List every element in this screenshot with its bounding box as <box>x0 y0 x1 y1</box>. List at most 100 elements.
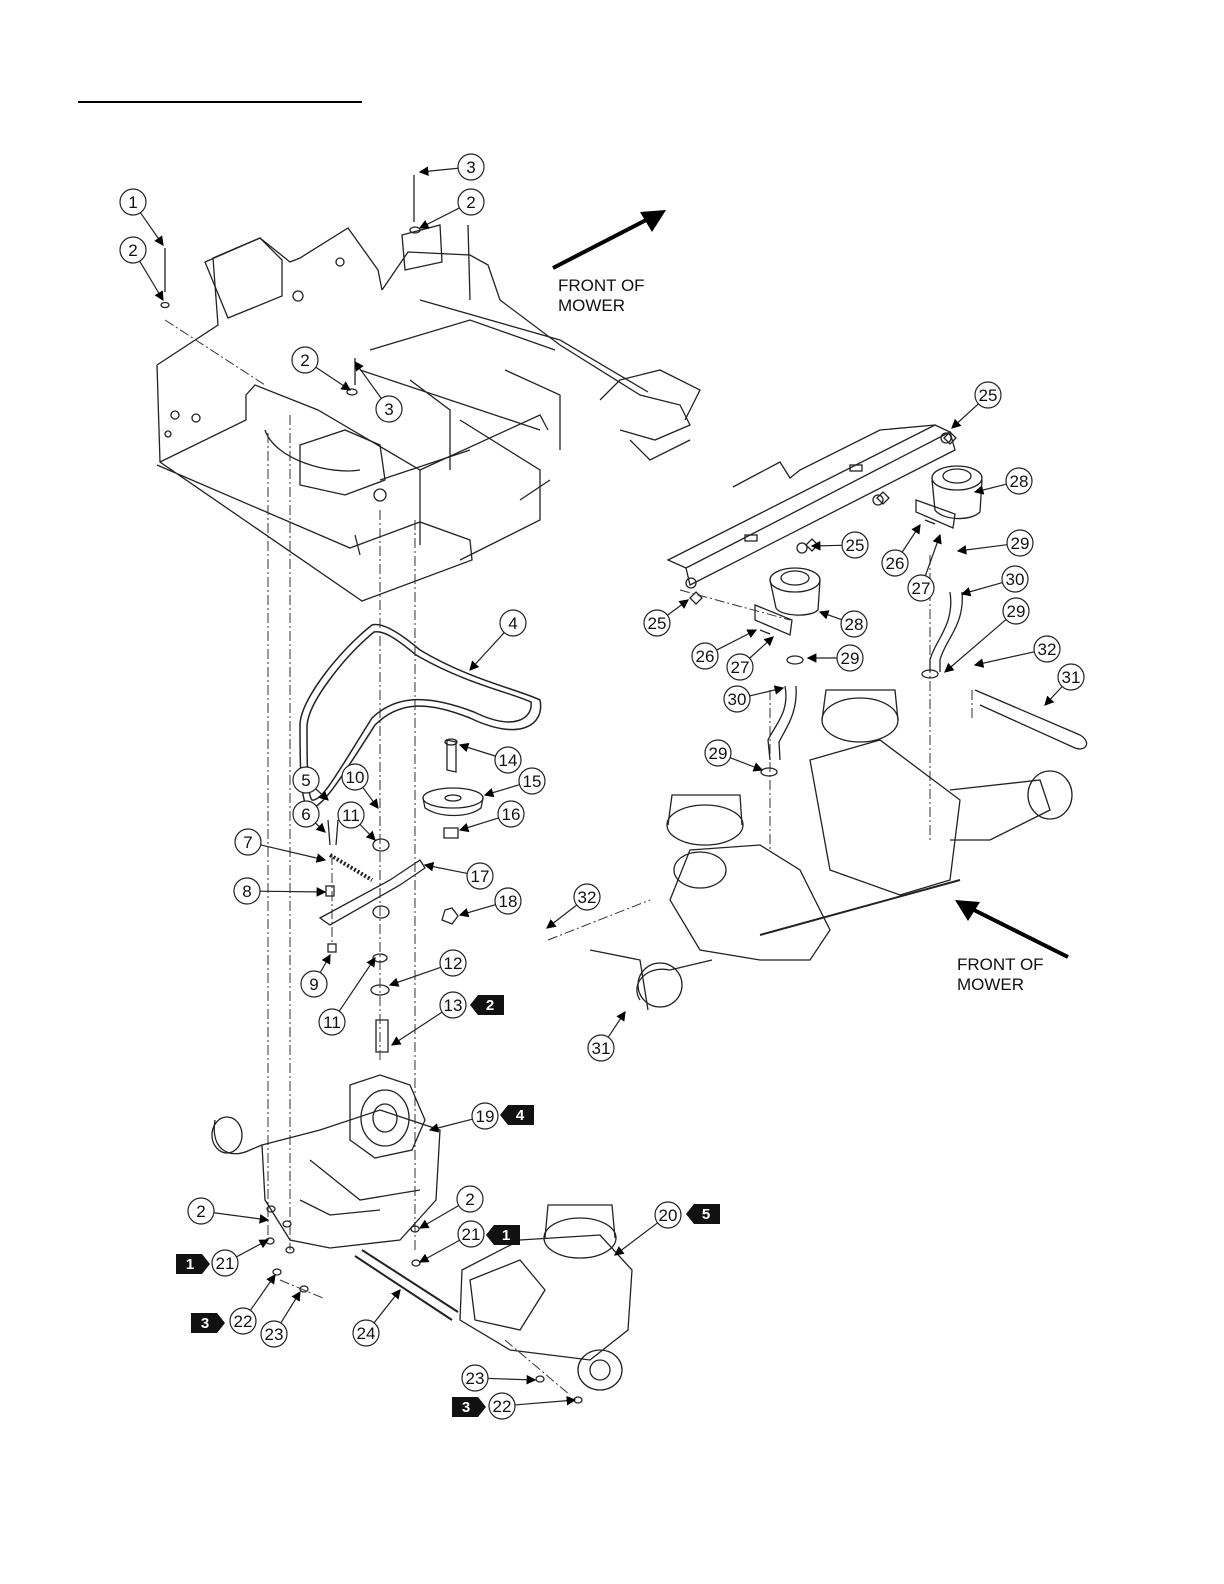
callout-20: 20 <box>655 1202 681 1228</box>
leader-line <box>485 785 520 795</box>
callout-number: 27 <box>912 579 931 598</box>
leader-line <box>425 865 467 873</box>
callout-17: 17 <box>467 863 493 889</box>
callout-19: 19 <box>472 1103 498 1129</box>
callout-number: 2 <box>128 241 137 260</box>
callout-number: 26 <box>886 554 905 573</box>
leader-line <box>975 484 1006 492</box>
leader-line <box>420 168 458 172</box>
leader-line <box>360 824 375 840</box>
callout-number: 32 <box>578 888 597 907</box>
callout-32: 32 <box>574 884 600 910</box>
leader-line <box>261 845 325 860</box>
callout-2: 2 <box>458 189 484 215</box>
leader-line <box>140 261 163 300</box>
callout-number: 20 <box>659 1206 678 1225</box>
callout-number: 16 <box>502 805 521 824</box>
chassis-frame <box>157 225 700 601</box>
callout-number: 26 <box>696 647 715 666</box>
leader-line <box>363 787 378 808</box>
leader-line <box>430 1119 472 1130</box>
callout-number: 7 <box>243 833 252 852</box>
callout-26: 26 <box>882 550 908 576</box>
callout-18: 18 <box>495 888 521 914</box>
callout-number: 29 <box>1011 534 1030 553</box>
ref-tag-1: 1 <box>176 1254 210 1274</box>
reservoir <box>755 466 982 635</box>
callout-11: 11 <box>319 1009 345 1035</box>
callout-number: 32 <box>1038 640 1057 659</box>
callout-3: 3 <box>458 154 484 180</box>
leader-line <box>420 1240 460 1262</box>
callout-number: 31 <box>592 1039 611 1058</box>
leader-line <box>316 367 350 390</box>
callout-number: 13 <box>444 996 463 1015</box>
fasteners <box>161 175 956 1403</box>
leader-line <box>460 905 496 915</box>
leader-line <box>420 1206 459 1228</box>
callout-15: 15 <box>519 768 545 794</box>
callout-number: 14 <box>499 751 518 770</box>
leader-line <box>320 955 330 973</box>
leader-line <box>812 545 842 546</box>
ref-tag-3: 3 <box>452 1397 486 1417</box>
leader-line <box>730 758 762 770</box>
ref-tag-2: 2 <box>470 995 504 1015</box>
callout-number: 2 <box>300 351 309 370</box>
callout-8: 8 <box>234 878 260 904</box>
callout-number: 24 <box>357 1324 376 1343</box>
leader-line <box>355 362 381 398</box>
leader-line <box>667 600 688 615</box>
callout-23: 23 <box>261 1321 287 1347</box>
callout-number: 6 <box>301 805 310 824</box>
leader-line <box>460 745 496 756</box>
callout-25: 25 <box>842 532 868 558</box>
callout-6: 6 <box>293 801 319 827</box>
callout-number: 23 <box>265 1325 284 1344</box>
callout-number: 12 <box>444 954 463 973</box>
callout-number: 2 <box>465 1190 474 1209</box>
callout-number: 19 <box>476 1107 495 1126</box>
leader-line <box>962 583 1002 594</box>
callout-number: 28 <box>1010 472 1029 491</box>
leader-line <box>945 619 1006 672</box>
callout-21: 21 <box>458 1221 484 1247</box>
callout-number: 3 <box>466 158 475 177</box>
ref-tag-number: 1 <box>186 1256 194 1273</box>
callout-2: 2 <box>120 237 146 263</box>
leader-line <box>260 891 325 892</box>
callout-number: 11 <box>323 1013 341 1032</box>
leader-line <box>608 1012 625 1037</box>
callout-31: 31 <box>1058 664 1084 690</box>
callout-number: 22 <box>493 1397 512 1416</box>
callout-number: 15 <box>523 772 542 791</box>
callout-27: 27 <box>727 654 753 680</box>
callout-22: 22 <box>230 1308 256 1334</box>
callout-number: 2 <box>196 1202 205 1221</box>
leader-line <box>1045 687 1062 705</box>
leader-line <box>488 1378 535 1380</box>
callout-29: 29 <box>1007 530 1033 556</box>
callout-number: 3 <box>384 400 393 419</box>
callout-number: 25 <box>979 386 998 405</box>
callout-23: 23 <box>462 1365 488 1391</box>
leader-line <box>392 1012 442 1045</box>
ref-tag-number: 5 <box>702 1206 710 1223</box>
ref-tag-number: 3 <box>462 1399 470 1416</box>
leader-line <box>515 1400 575 1405</box>
callout-28: 28 <box>841 611 867 637</box>
callout-25: 25 <box>975 382 1001 408</box>
leader-line <box>958 545 1007 551</box>
callout-number: 18 <box>499 892 518 911</box>
callout-number: 30 <box>1006 570 1025 589</box>
leader-lines <box>140 168 1062 1405</box>
callout-26: 26 <box>692 643 718 669</box>
callout-25: 25 <box>644 610 670 636</box>
callout-2: 2 <box>292 347 318 373</box>
leader-line <box>214 1213 268 1220</box>
callout-number: 11 <box>342 806 360 825</box>
callout-number: 1 <box>128 193 137 212</box>
callout-29: 29 <box>837 645 863 671</box>
leader-line <box>717 630 756 650</box>
ref-tag-3: 3 <box>191 1313 225 1333</box>
